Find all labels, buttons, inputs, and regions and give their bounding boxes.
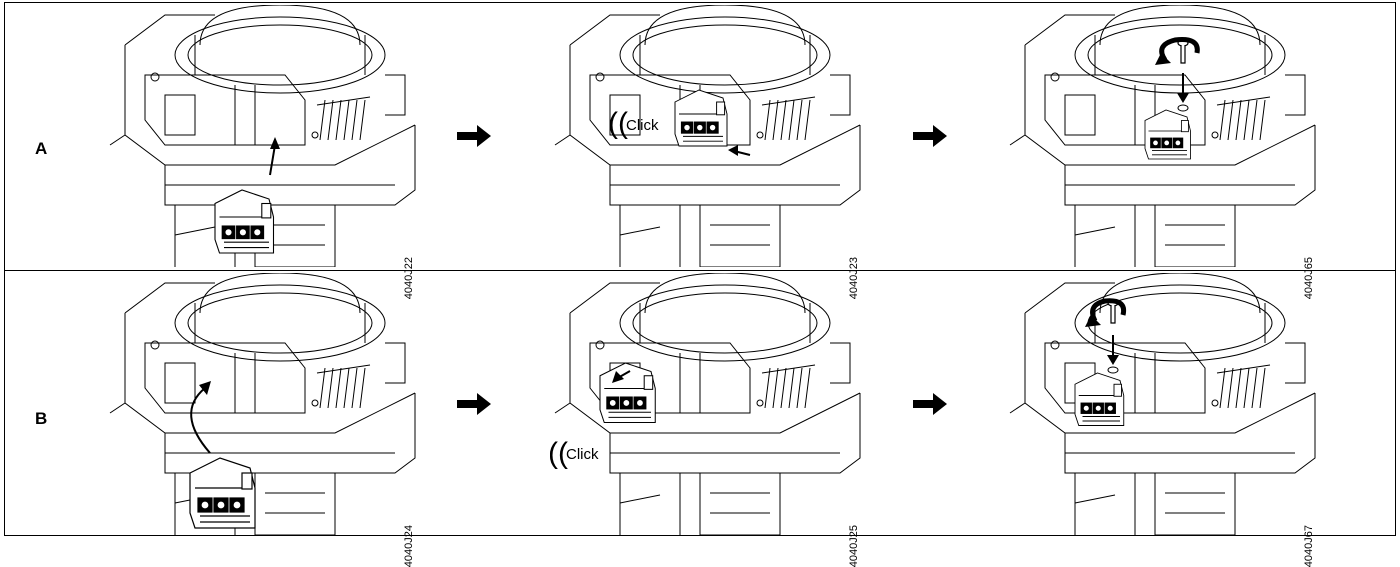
step-a1-illustration: 4040J22: [105, 5, 425, 299]
step-b1-illustration: 4040J24: [105, 273, 425, 567]
svg-text:((: ((: [550, 437, 568, 470]
housing-drawing: [1009, 5, 1316, 267]
figure-code: 4040J25: [848, 525, 860, 567]
row-b: B 4040J24 (( Click 4040J25: [5, 270, 1395, 567]
step-b2-illustration: (( Click 4040J25: [550, 273, 870, 567]
insert-arrow-icon: [190, 387, 211, 454]
row-label: B: [35, 409, 48, 428]
row-label: A: [35, 139, 48, 158]
step-b3-illustration: 4040J67: [1005, 273, 1325, 567]
right-arrow-icon: [913, 393, 947, 415]
rotate-screw-icon: [1159, 37, 1200, 62]
step-a3-illustration: 4040J65: [1005, 5, 1325, 299]
housing-drawing: [109, 5, 416, 267]
housing-drawing: [109, 273, 416, 535]
right-arrow-icon: [457, 125, 491, 147]
housing-drawing: (( Click: [550, 273, 861, 535]
insert-arrow-icon: [269, 144, 276, 176]
rotate-screw-icon: [1090, 298, 1127, 323]
right-arrow-icon: [457, 393, 491, 415]
figure-code: 4040J67: [1303, 525, 1315, 567]
svg-text:((: ((: [608, 107, 628, 140]
housing-drawing: [1009, 273, 1316, 535]
step-a2-illustration: (( Click 4040J23: [550, 5, 870, 299]
click-label: Click: [626, 117, 659, 134]
figure-code: 4040J24: [403, 525, 415, 567]
housing-drawing: (( Click: [554, 5, 861, 267]
row-a: A 4040J22 (( Click 4040J23: [5, 3, 1395, 299]
right-arrow-icon: [913, 125, 947, 147]
click-label: Click: [566, 446, 599, 463]
instruction-sheet: A 4040J22 (( Click 4040J23: [4, 2, 1396, 567]
